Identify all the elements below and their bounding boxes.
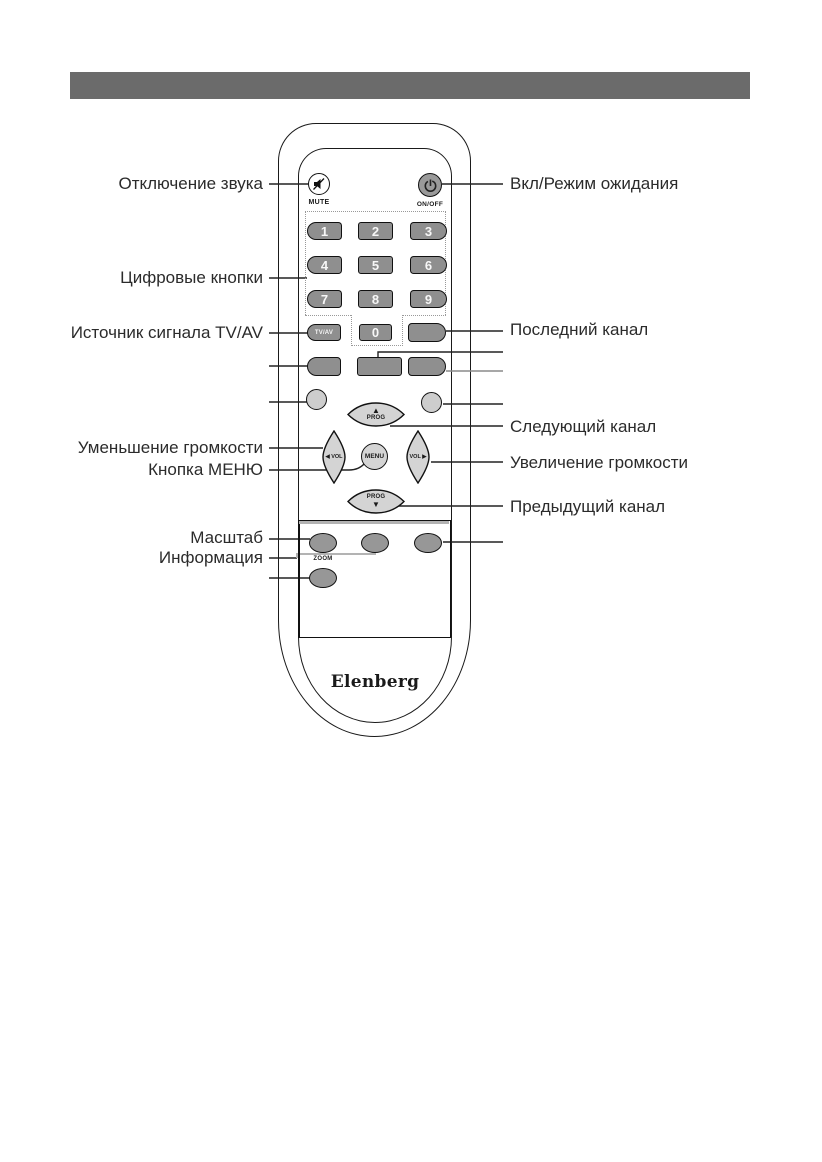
bottom-right-button[interactable] xyxy=(414,533,442,553)
callout-label-digits: Цифровые кнопки xyxy=(120,268,263,287)
left-arrow-icon: ◀ xyxy=(325,454,330,460)
mute-icon xyxy=(313,178,325,190)
menu-button[interactable]: MENU xyxy=(361,443,388,470)
callout-label-last-channel: Последний канал xyxy=(510,320,649,339)
digit-3-button[interactable]: 3 xyxy=(410,222,447,240)
vol-up-button[interactable]: VOL ▶ xyxy=(405,430,431,484)
brand-logo: Elenberg xyxy=(330,672,420,692)
digit-9-button[interactable]: 9 xyxy=(410,290,447,308)
digit-4-button[interactable]: 4 xyxy=(307,256,342,274)
lens-shape xyxy=(347,402,405,427)
page-header-bar xyxy=(70,72,750,99)
zoom-scale-button[interactable] xyxy=(309,533,337,553)
tvav-button[interactable]: TV/AV xyxy=(307,324,341,341)
digit-6-button[interactable]: 6 xyxy=(410,256,447,274)
callout-label-info: Информация xyxy=(158,548,263,567)
blank-left-button[interactable] xyxy=(307,357,341,376)
keypad-dotted-frame xyxy=(305,315,351,316)
callout-label-power: Вкл/Режим ожидания xyxy=(510,174,679,193)
info-button[interactable] xyxy=(361,533,389,553)
prog-down-button[interactable]: PROG ▼ xyxy=(347,489,405,514)
lens-shape xyxy=(347,489,405,514)
callout-label-tvav: Источник сигнала TV/AV xyxy=(70,323,263,342)
callout-label-scale: Масштаб xyxy=(190,528,263,547)
keypad-dotted-frame xyxy=(351,315,403,346)
prog-up-button[interactable]: ▲ PROG xyxy=(347,402,405,427)
vol-down-button[interactable]: ◀ VOL xyxy=(321,430,347,484)
digit-7-button[interactable]: 7 xyxy=(307,290,342,308)
right-arrow-icon: ▶ xyxy=(422,454,427,460)
small-circle-left-button[interactable] xyxy=(306,389,327,410)
up-arrow-icon: ▲ xyxy=(372,406,380,416)
callout-label-mute: Отключение звука xyxy=(118,174,263,193)
power-button[interactable] xyxy=(418,173,442,197)
down-arrow-icon: ▼ xyxy=(372,499,380,509)
power-icon xyxy=(424,179,436,192)
keypad-dotted-frame xyxy=(403,315,446,316)
digit-1-button[interactable]: 1 xyxy=(307,222,342,240)
zoom-caption: ZOOM xyxy=(313,556,333,562)
digit-2-button[interactable]: 2 xyxy=(358,222,393,240)
lens-shape xyxy=(406,430,430,484)
callout-label-menu: Кнопка МЕНЮ xyxy=(148,460,263,479)
blank-right-button[interactable] xyxy=(408,357,446,376)
vol-up-label: VOL ▶ xyxy=(409,454,427,460)
digit-0-button[interactable]: 0 xyxy=(359,324,392,341)
mute-caption: MUTE xyxy=(308,199,330,206)
bottom-panel-topline xyxy=(299,521,449,524)
callout-label-prev-channel: Предыдущий канал xyxy=(510,497,666,516)
bottom-panel xyxy=(298,520,451,638)
digit-8-button[interactable]: 8 xyxy=(358,290,393,308)
callout-label-volume-down: Уменьшение громкости xyxy=(77,438,263,457)
mute-button[interactable] xyxy=(308,173,330,195)
small-circle-right-button[interactable] xyxy=(421,392,442,413)
digit-5-button[interactable]: 5 xyxy=(358,256,393,274)
lower-oval-button[interactable] xyxy=(309,568,337,588)
callout-label-next-channel: Следующий канал xyxy=(510,417,657,436)
remote-inner-panel xyxy=(298,148,452,723)
power-caption: ON/OFF xyxy=(416,201,444,208)
last-channel-button[interactable] xyxy=(408,323,446,342)
blank-middle-button[interactable] xyxy=(357,357,402,376)
callout-label-volume-up: Увеличение громкости xyxy=(510,453,689,472)
vol-down-label: ◀ VOL xyxy=(325,454,343,460)
